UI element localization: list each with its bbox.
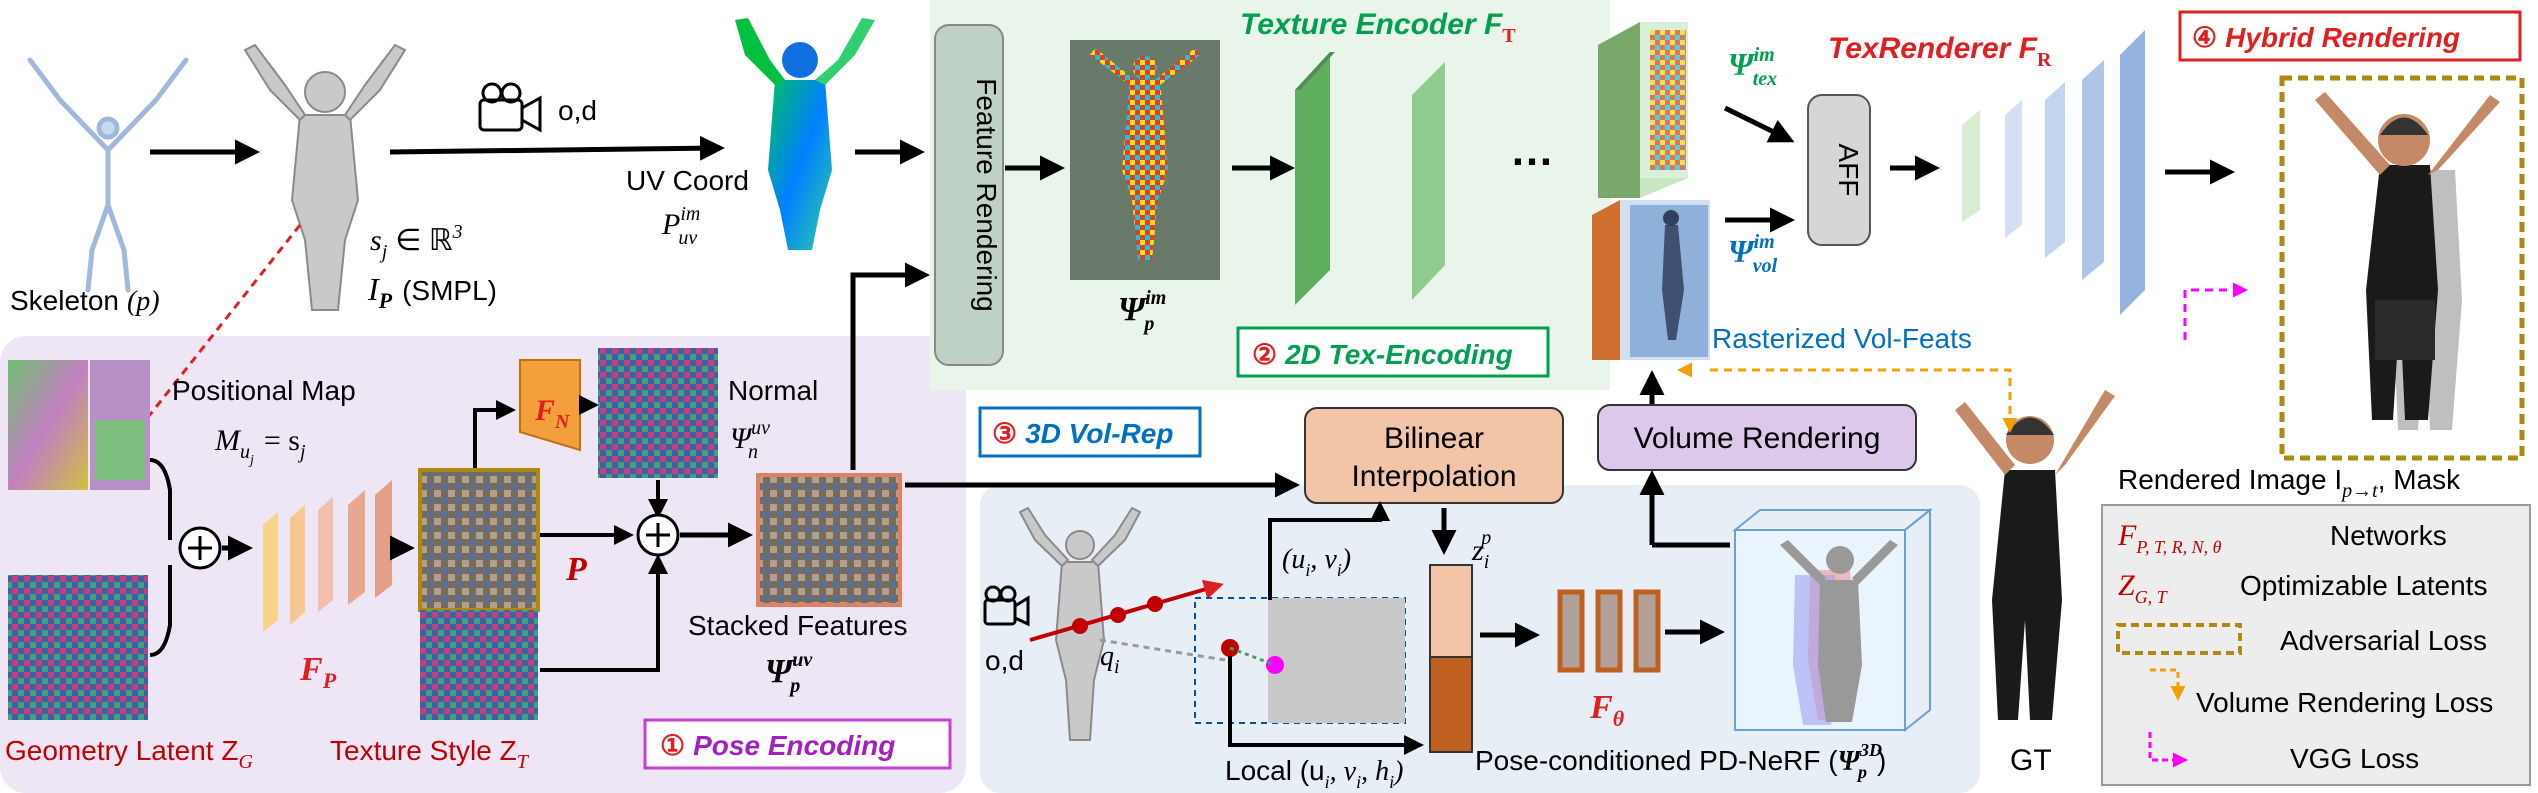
- tex-feature-stack: [1598, 22, 1688, 198]
- geometry-latent-label: Geometry Latent ZG: [5, 735, 253, 773]
- texture-style-label: Texture Style ZT: [330, 735, 530, 773]
- pd-nerf-volume: [1732, 507, 1933, 733]
- smpl-body-figure: [243, 43, 407, 311]
- camera-od-label: o,d: [558, 95, 597, 126]
- uv-patch-image: [1268, 598, 1405, 723]
- zp-vector-top: [1429, 564, 1473, 658]
- texture-encoder-title: Texture Encoder FT: [1240, 8, 1516, 47]
- feature-rendering-label: Feature Rendering: [971, 78, 1002, 311]
- camera-icon: [478, 82, 542, 133]
- f-theta-network: [1557, 589, 1661, 673]
- stacked-features-image: [756, 473, 902, 607]
- normal-label: Normal: [728, 375, 818, 406]
- volume-loss-arrow: [1710, 368, 2018, 433]
- zp-vector-bottom: [1429, 656, 1473, 753]
- geometry-latent-image: [8, 575, 148, 720]
- skeleton-label: Skeleton(p): [10, 285, 160, 317]
- ip-smpl-label: IP(SMPL): [367, 271, 497, 313]
- bilinear-interp-box: [1304, 407, 1564, 504]
- bilinear-label-1: Bilinear: [1384, 422, 1484, 455]
- psi-p-im-image: [1070, 40, 1220, 280]
- smpl-mini-figure: [1018, 506, 1142, 741]
- adversarial-box: [2279, 75, 2525, 461]
- texture-encoder-layer-2: [1412, 62, 1445, 300]
- fp-encoder: [263, 480, 392, 632]
- f-theta-label: Fθ: [1589, 689, 1625, 731]
- legend-networks: Networks: [2330, 520, 2447, 551]
- legend-volume: Volume Rendering Loss: [2196, 687, 2493, 718]
- vgg-loss-arrow: [2183, 282, 2248, 340]
- legend-latents: Optimizable Latents: [2240, 570, 2487, 601]
- gt-person-image: [1955, 390, 2115, 720]
- positional-map-label: Positional Map: [172, 375, 356, 406]
- p-label: P: [565, 551, 587, 588]
- rendered-label: Rendered Image Ip→t, Mask: [2118, 464, 2461, 502]
- camera-icon-2: [983, 585, 1030, 627]
- hybrid-rendering-badge: [2178, 10, 2522, 62]
- m-label: Muj= sj: [214, 424, 306, 468]
- p-texture-image: [418, 468, 540, 612]
- texrenderer-title: TexRenderer FR: [1828, 32, 2052, 71]
- volume-rendering-label: Volume Rendering: [1634, 422, 1881, 455]
- legend-box: [2101, 504, 2531, 786]
- skeleton-figure: [27, 57, 189, 293]
- volume-rendering-box: [1597, 404, 1917, 471]
- feature-rendering-box: [934, 24, 1004, 366]
- vol-rep-badge: [978, 406, 1202, 458]
- qi-label: qi: [1100, 641, 1120, 678]
- sj-label: sj∈ ℝ3: [370, 221, 463, 263]
- pose-encoding-badge: [643, 718, 952, 770]
- fp-label: FP: [299, 651, 337, 693]
- gt-label: GT: [2010, 744, 2052, 777]
- legend-adversarial: Adversarial Loss: [2280, 625, 2487, 656]
- uv-coord-label: UV Coord: [626, 165, 749, 196]
- bilinear-label-2: Interpolation: [1351, 460, 1516, 493]
- rendered-person-image: [2315, 92, 2500, 430]
- aff-label: AFF: [1833, 144, 1864, 197]
- encoder-ellipsis: …: [1510, 126, 1554, 175]
- od-label-2: o,d: [985, 645, 1024, 676]
- rasterized-label: Rasterized Vol-Feats: [1712, 323, 1972, 354]
- zp-label: zip: [1471, 527, 1491, 573]
- legend-adversarial-swatch: [2116, 623, 2242, 655]
- uv-coord-figure: [735, 18, 875, 250]
- fn-label: FN: [534, 394, 571, 433]
- texture-encoder-layer-1: [1295, 52, 1335, 305]
- stacked-label: Stacked Features: [688, 610, 907, 641]
- legend-latents-sym: ZG, T: [2118, 569, 2169, 607]
- vol-feature-stack: [1592, 200, 1710, 360]
- texture-style-image: [420, 610, 538, 720]
- fn-network: [519, 359, 581, 452]
- legend-vgg-swatch: [2148, 732, 2188, 768]
- tex-encoding-badge: [1236, 326, 1550, 378]
- texrenderer-decoder: [1962, 30, 2145, 315]
- aff-box: [1807, 94, 1871, 246]
- local-label: Local (ui, vi, hi): [1225, 755, 1403, 792]
- legend-vgg: VGG Loss: [2290, 743, 2419, 774]
- legend-networks-sym: FP, T, R, N, θ: [2117, 519, 2222, 557]
- uv-i-label: (ui, vi): [1282, 544, 1351, 580]
- tex-encoding-region: [930, 0, 1610, 390]
- normal-map-image: [598, 348, 718, 478]
- positional-map-image: [8, 360, 150, 490]
